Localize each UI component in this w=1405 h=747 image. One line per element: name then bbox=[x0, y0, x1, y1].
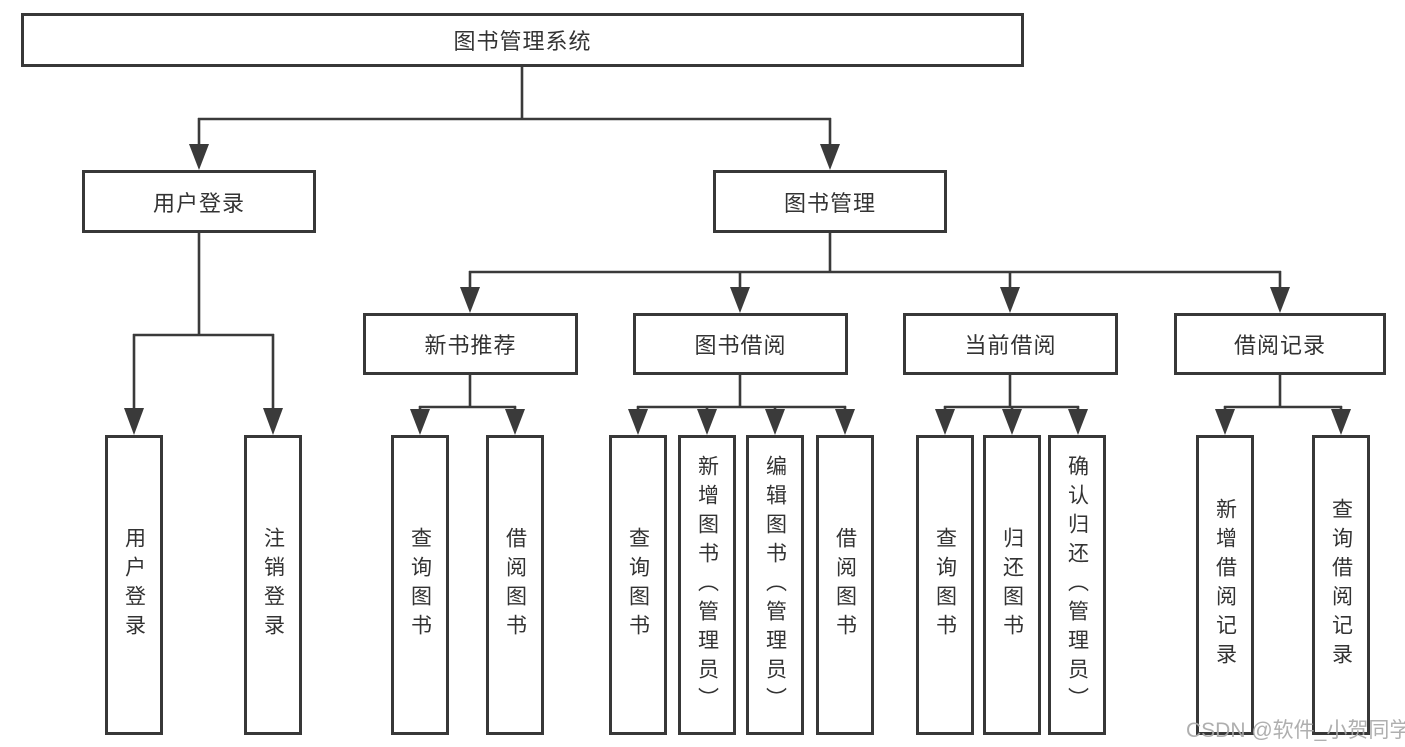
leaf-borrow-books-recommend: 借阅图书 bbox=[486, 435, 544, 735]
leaf-add-book-admin: 新增图书（管理员） bbox=[678, 435, 736, 735]
connector-arrowheads bbox=[124, 144, 1351, 435]
leaf-query-books-current: 查询图书 bbox=[916, 435, 974, 735]
leaf-label: 用户登录 bbox=[122, 527, 146, 643]
leaf-logout: 注销登录 bbox=[244, 435, 302, 735]
leaf-query-books-recommend: 查询图书 bbox=[391, 435, 449, 735]
leaf-label: 借阅图书 bbox=[833, 527, 857, 643]
leaf-label: 新增借阅记录 bbox=[1213, 498, 1237, 672]
leaf-label: 借阅图书 bbox=[503, 527, 527, 643]
leaf-label: 注销登录 bbox=[261, 527, 285, 643]
node-label: 用户登录 bbox=[152, 190, 245, 216]
node-book-management: 图书管理 bbox=[713, 170, 947, 233]
leaf-label: 确认归还（管理员） bbox=[1065, 454, 1089, 716]
leaf-label: 查询图书 bbox=[933, 527, 957, 643]
node-label: 图书借阅 bbox=[694, 333, 787, 358]
leaf-label: 编辑图书（管理员） bbox=[763, 454, 787, 716]
node-new-book-recommend: 新书推荐 bbox=[363, 313, 578, 375]
leaf-return-book: 归还图书 bbox=[983, 435, 1041, 735]
leaf-query-borrow-record: 查询借阅记录 bbox=[1312, 435, 1370, 735]
csdn-watermark: CSDN @软件_小贺同学 bbox=[1186, 719, 1405, 742]
leaf-add-borrow-record: 新增借阅记录 bbox=[1196, 435, 1254, 735]
leaf-borrow-books: 借阅图书 bbox=[816, 435, 874, 735]
node-label: 新书推荐 bbox=[424, 333, 517, 358]
node-library-management-system: 图书管理系统 bbox=[21, 13, 1024, 67]
node-user-login: 用户登录 bbox=[82, 170, 316, 233]
leaf-label: 查询借阅记录 bbox=[1329, 498, 1353, 672]
node-label: 图书管理系统 bbox=[453, 29, 592, 54]
leaf-query-books-borrow: 查询图书 bbox=[609, 435, 667, 735]
node-borrow-records: 借阅记录 bbox=[1174, 313, 1386, 375]
leaf-edit-book-admin: 编辑图书（管理员） bbox=[746, 435, 804, 735]
leaf-label: 新增图书（管理员） bbox=[695, 454, 719, 716]
leaf-user-login: 用户登录 bbox=[105, 435, 163, 735]
leaf-label: 查询图书 bbox=[626, 527, 650, 643]
node-label: 借阅记录 bbox=[1233, 333, 1326, 358]
leaf-label: 查询图书 bbox=[408, 527, 432, 643]
leaf-confirm-return-admin: 确认归还（管理员） bbox=[1048, 435, 1106, 735]
leaf-label: 归还图书 bbox=[1000, 527, 1024, 643]
node-book-borrow: 图书借阅 bbox=[633, 313, 848, 375]
node-label: 图书管理 bbox=[783, 190, 876, 216]
node-label: 当前借阅 bbox=[964, 333, 1057, 358]
node-current-borrow: 当前借阅 bbox=[903, 313, 1118, 375]
